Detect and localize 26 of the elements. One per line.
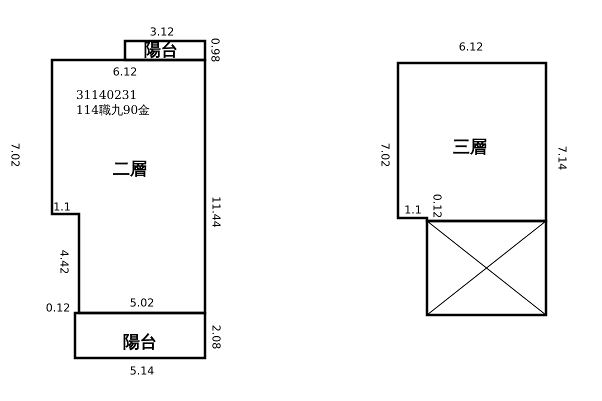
dimension-label: 0.98 [210, 38, 220, 62]
dimension-label: 5.14 [130, 366, 154, 376]
dimension-label: 5.02 [130, 298, 154, 308]
dimension-label: 11.44 [210, 196, 222, 228]
dimension-label: 6.12 [458, 42, 484, 52]
dimension-label: 0.12 [46, 302, 70, 314]
dimension-label: 2.08 [210, 324, 222, 350]
stamp-text: 114職九90金 [76, 104, 150, 116]
room-label: 三層 [453, 140, 487, 156]
balcony-outline [75, 313, 205, 358]
dimension-label: 6.12 [112, 66, 138, 78]
room-label: 陽台 [123, 334, 157, 352]
room-outline [398, 63, 546, 221]
room-label: 二層 [113, 162, 147, 178]
dimension-label: 4.42 [58, 250, 70, 274]
void-box [427, 221, 546, 315]
stamp-text: 31140231 [76, 89, 138, 101]
room-label: 陽台 [144, 42, 178, 60]
dimension-label: 7.02 [380, 142, 390, 168]
dimension-label: 7.02 [10, 142, 20, 168]
dimension-label: 3.12 [150, 26, 174, 38]
balcony-outline [125, 41, 205, 60]
dimension-label: 1.1 [53, 202, 71, 212]
dimension-label: 0.12 [432, 194, 442, 218]
dimension-label: 1.1 [404, 204, 422, 216]
dimension-label: 7.14 [556, 146, 568, 170]
